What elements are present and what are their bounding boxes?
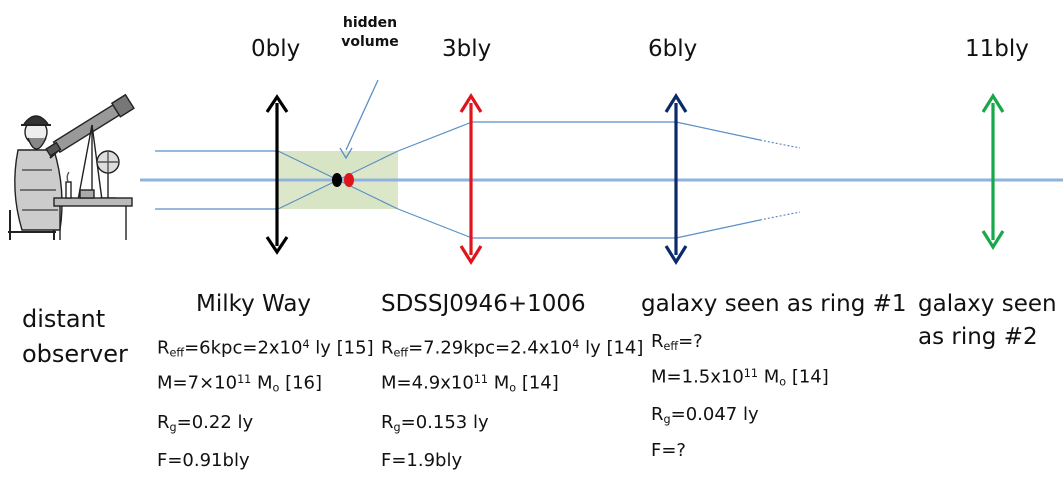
milky-way-f: F=0.91bly <box>157 450 250 471</box>
milky-way-mass: M=7×1011 Mo [16] <box>157 372 323 395</box>
milky-way-title: Milky Way <box>196 291 312 317</box>
hidden-volume-pointer <box>345 79 379 151</box>
image-black-dot <box>332 173 342 187</box>
ring1-rg: Rg=0.047 ly <box>651 404 759 426</box>
sdss-f: F=1.9bly <box>381 450 463 471</box>
image-red-dot <box>344 173 354 187</box>
sdss-mass: M=4.9x1011 Mo [14] <box>381 372 559 395</box>
distance-label-3bly: 3bly <box>442 36 492 62</box>
sdss-rg: Rg=0.153 ly <box>381 412 489 434</box>
ring1-f: F=? <box>651 440 686 461</box>
observer-label: distant observer <box>22 305 128 368</box>
hidden-volume-label: hidden volume <box>341 15 399 50</box>
distance-label-0bly: 0bly <box>251 36 301 62</box>
sdss-title: SDSSJ0946+1006 <box>381 291 586 317</box>
distance-label-6bly: 6bly <box>648 36 698 62</box>
ring1-reff: Reff=? <box>651 331 703 353</box>
light-rays <box>155 121 801 239</box>
astronomer-illustration <box>8 93 135 240</box>
ring2-title: galaxy seen as ring #2 <box>918 291 1057 351</box>
sdss-reff: Reff=7.29kpc=2.4x104 ly [14] <box>381 337 644 360</box>
ring1-title: galaxy seen as ring #1 <box>641 291 907 317</box>
ring1-mass: M=1.5x1011 Mo [14] <box>651 366 829 389</box>
distance-label-11bly: 11bly <box>965 36 1029 62</box>
lens-milky-way <box>265 94 289 255</box>
milky-way-rg: Rg=0.22 ly <box>157 412 254 434</box>
lens-ring-2 <box>981 92 1005 251</box>
milky-way-reff: Reff=6kpc=2x104 ly [15] <box>157 337 374 360</box>
lens-sdssj0946 <box>459 92 483 266</box>
lens-ring-1 <box>664 92 688 266</box>
